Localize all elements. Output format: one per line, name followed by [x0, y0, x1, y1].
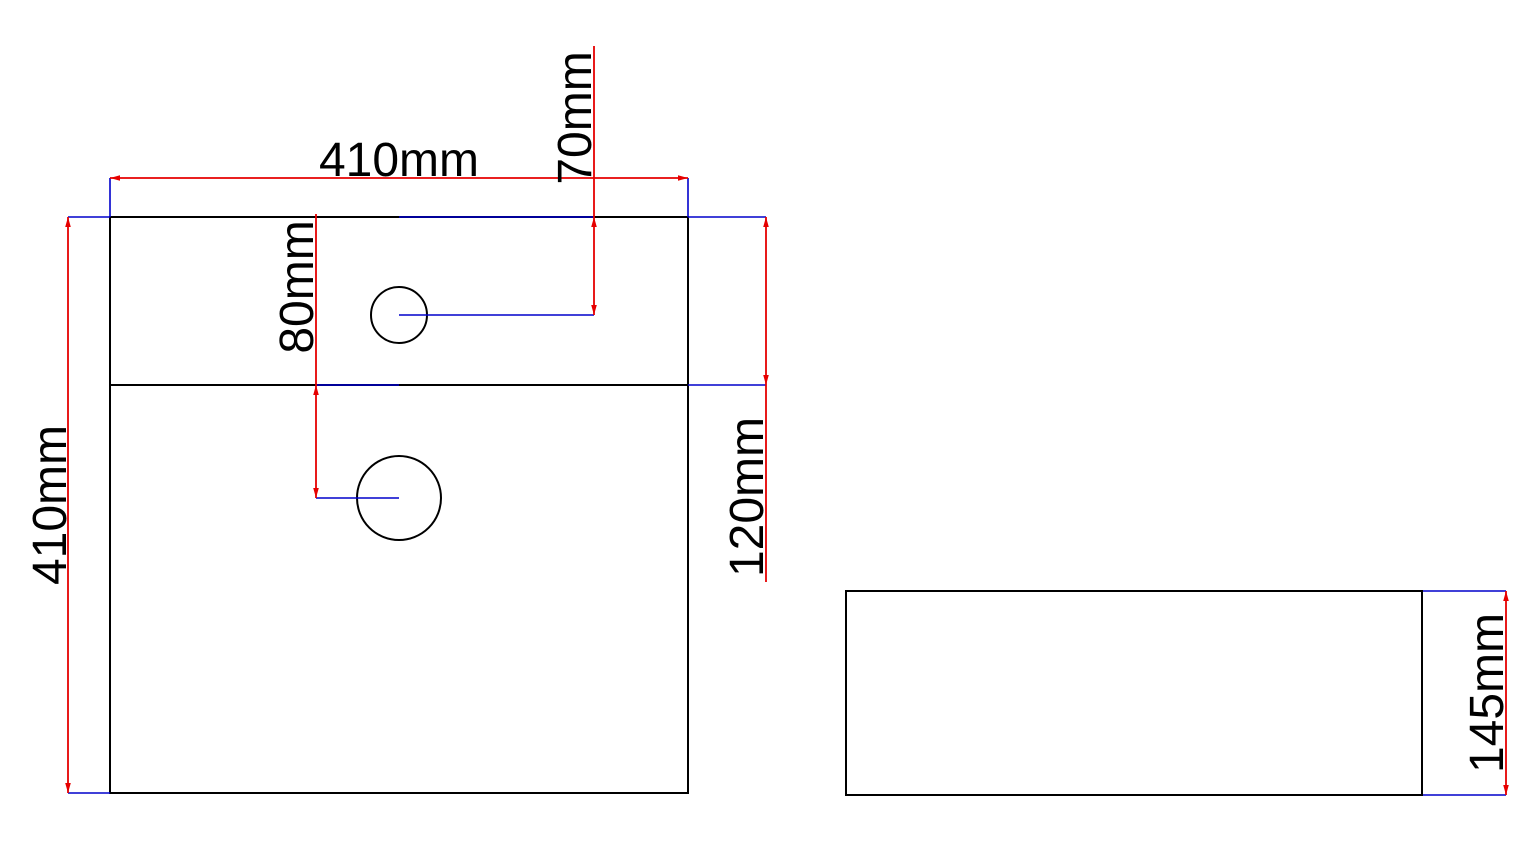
dim-label-height: 145mm [1461, 613, 1514, 773]
dim-label-faucet-offset: 70mm [549, 51, 602, 184]
basin-outline-side [845, 590, 1423, 796]
dim-label-overall-width: 410mm [319, 134, 479, 187]
dim-label-drain-offset: 80mm [271, 220, 324, 353]
extension-lines [68, 178, 1506, 796]
dim-label-overall-depth: 410mm [24, 425, 77, 585]
dim-label-deck-depth: 120mm [721, 417, 774, 577]
top-view [109, 216, 689, 794]
basin-outline-top [109, 216, 689, 794]
dimension-lines [65, 46, 1509, 795]
side-view [845, 590, 1423, 796]
